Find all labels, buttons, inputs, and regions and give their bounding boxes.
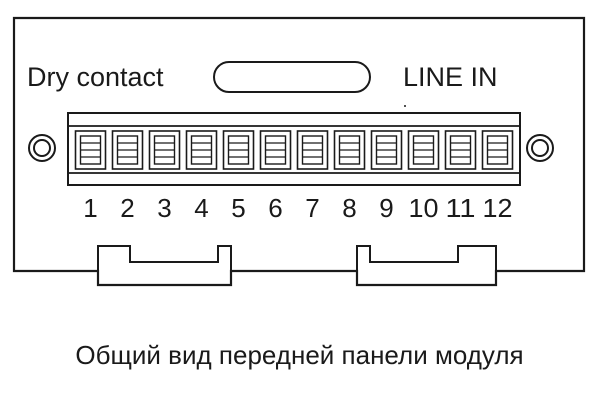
terminal-block xyxy=(67,112,521,186)
mounting-screw-right xyxy=(526,134,554,162)
terminal-slot-7 xyxy=(296,130,329,170)
terminal-slot-2 xyxy=(111,130,144,170)
line-in-label: LINE IN xyxy=(403,62,498,92)
terminal-slot-4 xyxy=(185,130,218,170)
bottom-tab-right xyxy=(356,245,497,271)
pin-number-12: 12 xyxy=(483,193,513,223)
oval-window xyxy=(213,61,371,93)
pin-number-1: 1 xyxy=(83,193,97,223)
pin-slots xyxy=(74,130,514,170)
bottom-tab-left xyxy=(97,245,232,271)
pin-number-3: 3 xyxy=(157,193,171,223)
pin-number-9: 9 xyxy=(379,193,393,223)
terminal-slot-9 xyxy=(370,130,403,170)
pin-number-4: 4 xyxy=(194,193,208,223)
pin-number-11: 11 xyxy=(446,193,476,223)
terminal-slot-10 xyxy=(407,130,440,170)
terminal-slot-5 xyxy=(222,130,255,170)
terminal-slot-11 xyxy=(444,130,477,170)
terminal-slot-6 xyxy=(259,130,292,170)
pin-number-10: 10 xyxy=(409,193,439,223)
dry-contact-label: Dry contact xyxy=(27,62,164,92)
pin-number-2: 2 xyxy=(120,193,134,223)
terminal-slot-1 xyxy=(74,130,107,170)
pin-number-8: 8 xyxy=(342,193,356,223)
small-dot xyxy=(404,105,406,107)
pin-number-5: 5 xyxy=(231,193,245,223)
terminal-slot-3 xyxy=(148,130,181,170)
terminal-slot-8 xyxy=(333,130,366,170)
terminal-slot-12 xyxy=(481,130,514,170)
pin-number-6: 6 xyxy=(268,193,282,223)
pin-number-7: 7 xyxy=(305,193,319,223)
mounting-screw-left xyxy=(28,134,56,162)
diagram-caption: Общий вид передней панели модуля xyxy=(75,340,524,370)
